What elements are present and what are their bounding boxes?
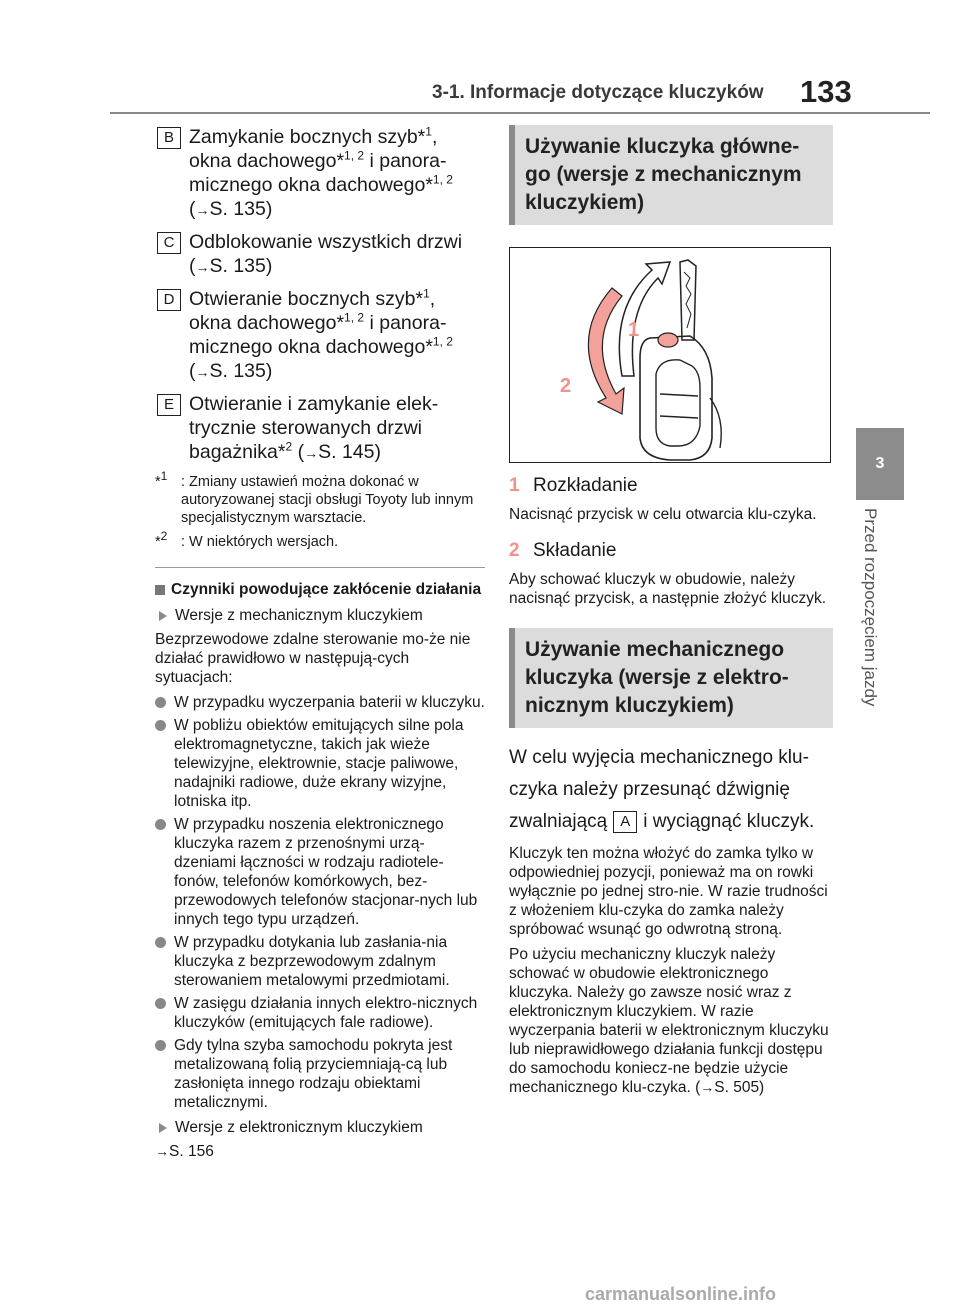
triangle-bullet-icon <box>159 611 167 621</box>
bullet-dot-icon <box>155 819 166 830</box>
arrow-icon: → <box>304 445 319 461</box>
arrow-icon: → <box>195 202 210 218</box>
page-ref[interactable]: S. 135 <box>209 360 266 382</box>
list-item: W pobliżu obiektów emitujących silne pol… <box>155 716 485 811</box>
folding-key-drawing: 1 2 <box>560 259 722 461</box>
section-divider <box>155 567 485 568</box>
key-item-e: E Otwieranie i zamykanie elek- trycznie … <box>155 392 485 465</box>
label-box-d: D <box>157 289 181 311</box>
step-description: Nacisnąć przycisk w celu otwarcia klu-cz… <box>509 506 817 523</box>
page-ref[interactable]: S. 135 <box>209 255 266 277</box>
subheading-mechanical: Wersje z mechanicznym kluczykiem <box>155 606 485 626</box>
label-box-a: A <box>613 810 638 833</box>
body-paragraph: Po użyciu mechaniczny kluczyk należy sch… <box>509 946 829 1096</box>
step-unfold: 1 Rozkładanie <box>509 473 833 499</box>
step-description: Aby schować kluczyk w obudowie, należy n… <box>509 571 827 607</box>
footnote-2: *2 : W niektórych wersjach. <box>155 529 339 550</box>
label-box-c: C <box>157 232 181 254</box>
key-illustration: 1 2 <box>509 247 831 463</box>
arrow-icon: → <box>195 364 210 380</box>
chapter-title: 3-1. Informacje dotyczące kluczyków <box>432 82 764 103</box>
bullet-dot-icon <box>155 720 166 731</box>
label-box-b: B <box>157 127 181 149</box>
right-column: Używanie kluczyka główne-go (wersje z me… <box>509 125 833 1103</box>
page-ref[interactable]: S. 135 <box>209 198 266 220</box>
page-ref[interactable]: S. 505) <box>714 1079 765 1096</box>
step-number: 1 <box>509 475 520 496</box>
bullet-dot-icon <box>155 1040 166 1051</box>
heading-mechanical-key: Używanie mechanicznego kluczyka (wersje … <box>509 628 833 728</box>
watermark: carmanualsonline.info <box>585 1284 777 1304</box>
lead-paragraph: W celu wyjęcia mechanicznego klu-czyka n… <box>509 747 815 833</box>
arrow-icon: → <box>700 1079 715 1095</box>
illus-label-2: 2 <box>560 375 571 397</box>
key-item-d: D Otwieranie bocznych szyb*1, okna dacho… <box>155 287 485 384</box>
list-item: Gdy tylna szyba samochodu pokryta jest m… <box>155 1036 485 1112</box>
step-number: 2 <box>509 540 520 561</box>
arrow-icon: → <box>155 1143 169 1159</box>
list-item: W przypadku wyczerpania baterii w kluczy… <box>155 693 485 712</box>
illus-label-1: 1 <box>628 319 639 341</box>
square-bullet-icon <box>155 585 165 595</box>
arrow-icon: → <box>195 259 210 275</box>
label-box-e: E <box>157 394 181 416</box>
left-column: B Zamykanie bocznych szyb*1, okna dachow… <box>155 125 485 1167</box>
chapter-tab[interactable]: 3 <box>856 428 904 500</box>
bullet-dot-icon <box>155 697 166 708</box>
footnote-1: *1 : Zmiany ustawień można dokonać w aut… <box>155 469 474 526</box>
electronic-ref: →S. 156 <box>155 1142 485 1161</box>
list-item: W przypadku dotykania lub zasłania-nia k… <box>155 933 485 990</box>
step-fold: 2 Składanie <box>509 538 833 564</box>
page-ref[interactable]: S. 145 <box>318 441 375 463</box>
triangle-bullet-icon <box>159 1123 167 1133</box>
body-paragraph: Kluczyk ten można włożyć do zamka tylko … <box>509 845 828 938</box>
page-ref[interactable]: S. 156 <box>169 1143 214 1160</box>
section-heading: Czynniki powodujące zakłócenie działania <box>155 580 485 600</box>
chapter-side-label: Przed rozpoczęciem jazdy <box>861 508 880 707</box>
intro-paragraph: Bezprzewodowe zdalne sterowanie mo-że ni… <box>155 631 471 686</box>
heading-main-key: Używanie kluczyka główne-go (wersje z me… <box>509 125 833 225</box>
page-number: 133 <box>800 74 852 109</box>
subheading-electronic: Wersje z elektronicznym kluczykiem <box>155 1118 485 1138</box>
list-item: W zasięgu działania innych elektro-niczn… <box>155 994 485 1032</box>
bullet-dot-icon <box>155 998 166 1009</box>
key-item-b: B Zamykanie bocznych szyb*1, okna dachow… <box>155 125 485 222</box>
key-item-c: C Odblokowanie wszystkich drzwi (→S. 135… <box>155 230 485 279</box>
bullet-dot-icon <box>155 937 166 948</box>
header-divider <box>110 112 930 114</box>
list-item: W przypadku noszenia elektronicznego klu… <box>155 815 485 929</box>
